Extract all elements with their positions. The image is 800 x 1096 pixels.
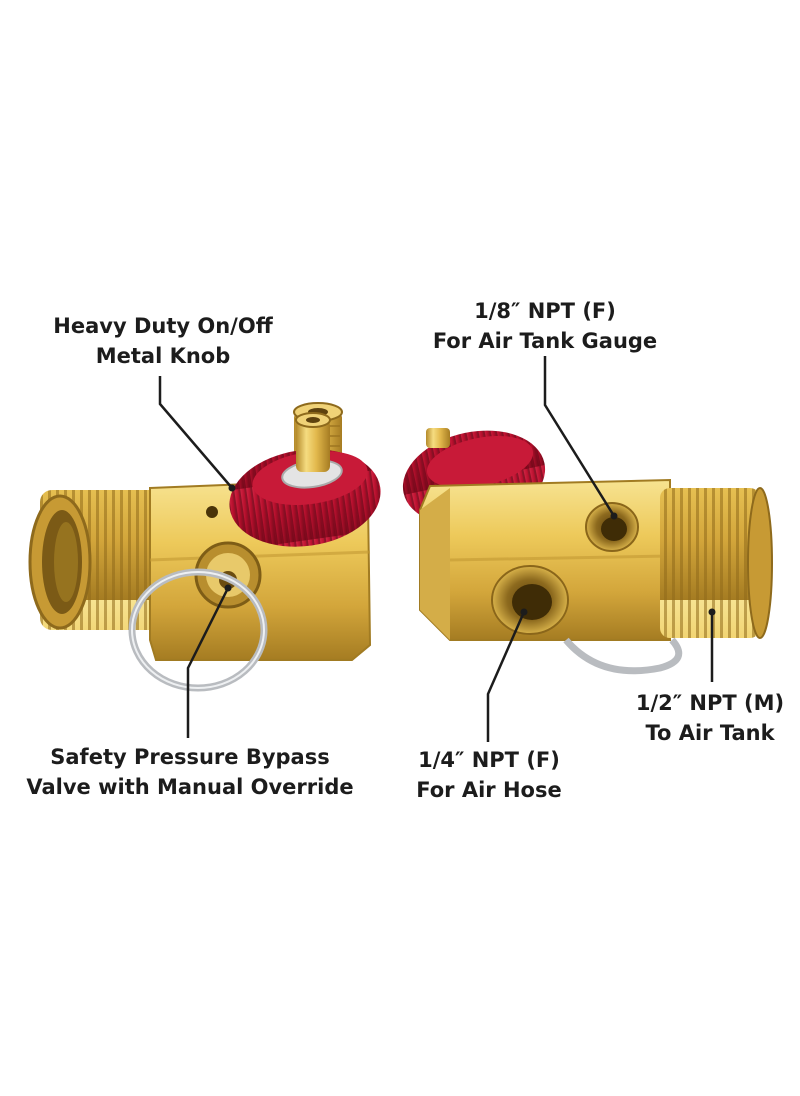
right-male-thread — [660, 487, 773, 639]
callout-bypass-valve: Safety Pressure Bypass Valve with Manual… — [10, 742, 370, 802]
callout-tank-line2: To Air Tank — [645, 721, 775, 745]
left-male-thread — [28, 490, 170, 630]
callout-gauge-line1: 1/8″ NPT (F) — [474, 299, 616, 323]
gauge-port-hole — [585, 502, 639, 552]
callout-bypass-line1: Safety Pressure Bypass — [50, 745, 330, 769]
callout-leader-lines — [158, 356, 714, 742]
callout-tank-line1: 1/2″ NPT (M) — [635, 691, 785, 715]
left-valve-fitting — [28, 402, 381, 692]
callout-bypass-line2: Valve with Manual Override — [26, 775, 354, 799]
leader-hose — [486, 611, 526, 742]
callout-hose-line1: 1/4″ NPT (F) — [418, 748, 560, 772]
callout-hose-line2: For Air Hose — [416, 778, 562, 802]
right-valve-fitting — [402, 428, 773, 675]
callout-on-off-knob: Heavy Duty On/Off Metal Knob — [40, 311, 286, 371]
callout-gauge-port: 1/8″ NPT (F) For Air Tank Gauge — [420, 296, 670, 356]
left-red-knob — [229, 412, 381, 547]
leader-knob — [158, 376, 233, 489]
callout-tank-port: 1/2″ NPT (M) To Air Tank — [620, 688, 800, 748]
air-hose-port-hole — [491, 565, 569, 635]
callout-knob-line1: Heavy Duty On/Off — [53, 314, 273, 338]
leader-bypass — [186, 587, 230, 738]
callout-gauge-line2: For Air Tank Gauge — [432, 329, 658, 353]
leader-gauge — [543, 356, 616, 517]
callout-air-hose-port: 1/4″ NPT (F) For Air Hose — [400, 745, 578, 805]
callout-knob-line2: Metal Knob — [95, 344, 231, 368]
right-pull-ring — [563, 637, 683, 675]
